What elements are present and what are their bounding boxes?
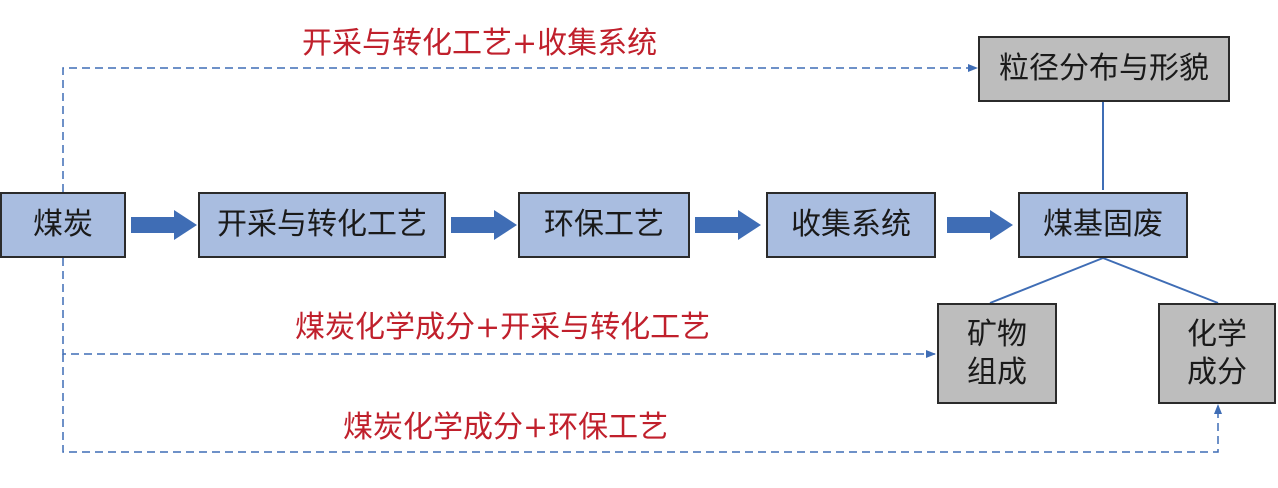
node-env-process: 环保工艺 (518, 192, 690, 258)
dashed-path-top (62, 64, 978, 192)
flow-arrow-2 (451, 210, 517, 240)
connector-waste-to-chemical (1102, 257, 1219, 304)
flow-arrow-3 (695, 210, 761, 240)
label-top-path: 开采与转化工艺+收集系统 (302, 26, 658, 61)
node-coal: 煤炭 (0, 192, 126, 258)
label-bottom-path: 煤炭化学成分+环保工艺 (343, 410, 669, 445)
flow-arrow-1 (131, 210, 197, 240)
node-coal-solid-waste: 煤基固废 (1018, 192, 1188, 258)
node-particle-size: 粒径分布与形貌 (978, 36, 1230, 102)
node-chemical-composition: 化学成分 (1158, 303, 1276, 404)
connector-waste-to-mineral (989, 257, 1104, 304)
node-mining-conversion: 开采与转化工艺 (198, 192, 446, 258)
flow-arrow-4 (947, 210, 1013, 240)
node-mineral-composition: 矿物组成 (937, 303, 1057, 404)
node-collection-system: 收集系统 (766, 192, 936, 258)
dashed-path-bottom (62, 354, 1222, 453)
label-middle-path: 煤炭化学成分+开采与转化工艺 (295, 310, 711, 345)
